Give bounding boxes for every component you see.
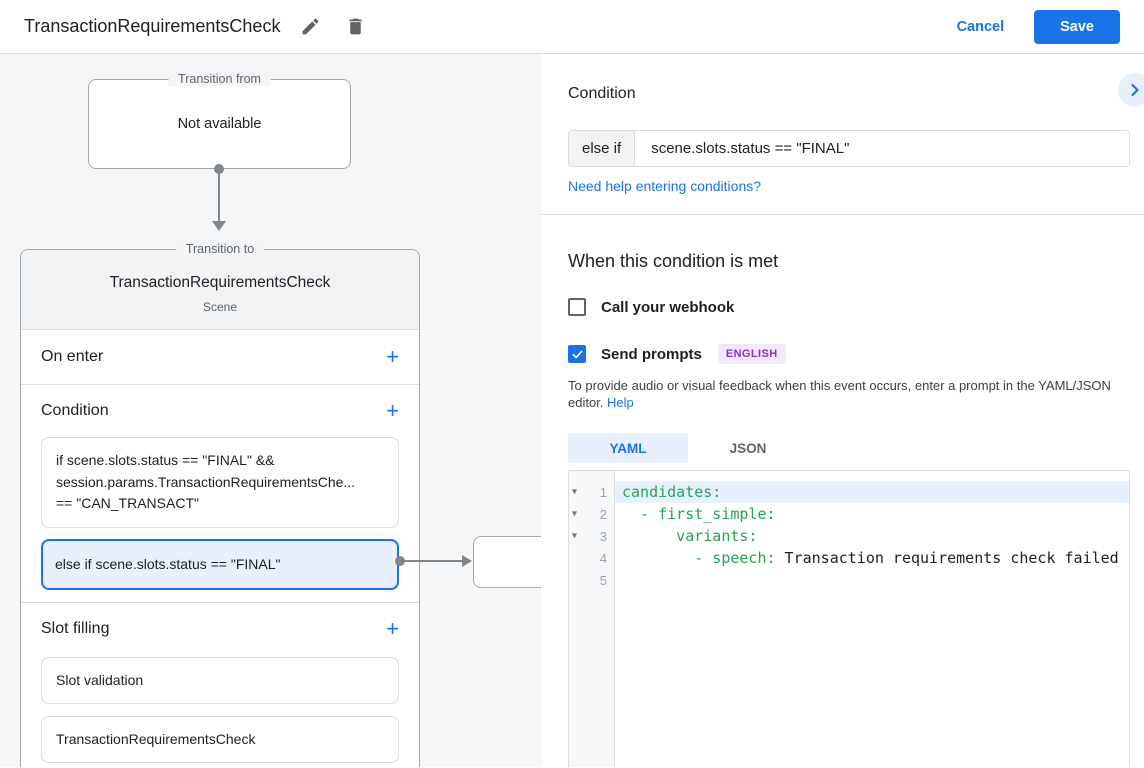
transition-from-label: Transition from xyxy=(168,72,271,86)
on-enter-label: On enter xyxy=(41,348,104,365)
slot-item-validation[interactable]: Slot validation xyxy=(41,656,399,704)
fold-arrow-icon[interactable]: ▾ xyxy=(572,530,578,542)
line-number: 3 xyxy=(599,528,607,544)
line-number: 1 xyxy=(599,484,607,500)
code-line: candidates: xyxy=(615,481,1129,503)
add-on-enter-button[interactable]: + xyxy=(386,344,399,369)
fold-arrow-icon[interactable]: ▾ xyxy=(572,486,578,498)
yaml-code-editor[interactable]: ▾ 1 ▾ 2 ▾ 3 4 5 candidates: xyxy=(568,470,1130,767)
scene-card-subtitle: Scene xyxy=(202,300,238,314)
topbar: TransactionRequirementsCheck Cancel Save xyxy=(0,0,1144,54)
trash-icon xyxy=(345,16,366,37)
add-condition-button[interactable]: + xyxy=(386,398,399,423)
divider xyxy=(21,601,419,603)
on-enter-row: On enter + xyxy=(21,330,419,384)
connector-arrow-down xyxy=(212,221,226,231)
fold-arrow-icon[interactable]: ▾ xyxy=(572,508,578,520)
cancel-button[interactable]: Cancel xyxy=(939,11,1023,43)
line-number: 5 xyxy=(599,572,607,588)
call-webhook-checkbox[interactable] xyxy=(568,298,586,316)
scene-card-title: TransactionRequirementsCheck xyxy=(109,274,331,291)
connector-line xyxy=(218,169,220,221)
scene-diagram-canvas: Transition from Not available Transition… xyxy=(0,54,541,767)
condition-expression-input[interactable] xyxy=(635,131,1129,166)
collapse-panel-button[interactable] xyxy=(1118,73,1144,107)
connector-arrow-right xyxy=(462,555,472,567)
tab-yaml[interactable]: YAML xyxy=(568,433,688,463)
tab-json[interactable]: JSON xyxy=(688,433,808,463)
condition-help-link[interactable]: Need help entering conditions? xyxy=(568,178,762,194)
send-prompts-checkbox[interactable] xyxy=(568,345,586,363)
slot-filling-section: Slot filling + Slot validation Transacti… xyxy=(21,603,419,768)
save-button[interactable]: Save xyxy=(1034,9,1120,44)
connector-line xyxy=(400,560,462,562)
pencil-icon xyxy=(300,16,321,37)
send-prompts-label: Send prompts xyxy=(601,345,702,363)
edit-button[interactable] xyxy=(296,12,325,41)
editor-code-area[interactable]: candidates: - first_simple: variants: - … xyxy=(615,471,1129,767)
transition-to-label: Transition to xyxy=(175,242,265,256)
condition-prefix: else if xyxy=(569,131,636,166)
call-webhook-label: Call your webhook xyxy=(601,298,735,316)
line-number: 2 xyxy=(599,506,607,522)
editor-tabs: YAML JSON xyxy=(568,433,1130,463)
prompt-help-link[interactable]: Help xyxy=(607,395,634,410)
chevron-right-icon xyxy=(1125,80,1144,100)
transition-from-content: Not available xyxy=(177,116,262,132)
page-title: TransactionRequirementsCheck xyxy=(24,16,281,36)
panel-title: Condition xyxy=(568,85,636,102)
prompt-helper-text: To provide audio or visual feedback when… xyxy=(568,378,1111,410)
code-line: variants: xyxy=(622,527,758,545)
gutter-row: ▾ 1 xyxy=(569,481,614,503)
transition-from-box: Transition from Not available xyxy=(88,72,351,169)
line-number: 4 xyxy=(599,550,607,566)
gutter-row: ▾ 2 xyxy=(569,503,614,525)
condition-section: Condition + if scene.slots.status == "FI… xyxy=(21,385,419,602)
editor-gutter: ▾ 1 ▾ 2 ▾ 3 4 5 xyxy=(569,471,615,767)
condition-item-else-if-selected[interactable]: else if scene.slots.status == "FINAL" xyxy=(41,538,399,590)
send-prompts-row[interactable]: Send prompts ENGLISH xyxy=(568,344,1130,364)
code-line xyxy=(615,569,1129,591)
divider xyxy=(541,214,1144,215)
scene-card: Transition to TransactionRequirementsChe… xyxy=(20,242,420,768)
gutter-row: ▾ 3 xyxy=(569,525,614,547)
condition-input-group: else if xyxy=(568,130,1130,167)
transition-target-box[interactable] xyxy=(473,536,541,588)
add-slot-button[interactable]: + xyxy=(386,615,399,641)
webhook-row[interactable]: Call your webhook xyxy=(568,298,1130,316)
gutter-row: 5 xyxy=(569,569,614,591)
slot-filling-label: Slot filling xyxy=(41,619,110,637)
slot-item-transaction-requirements[interactable]: TransactionRequirementsCheck xyxy=(41,715,399,763)
code-line: - speech: Transaction requirements check… xyxy=(622,549,1119,567)
condition-section-label: Condition xyxy=(41,402,109,419)
divider xyxy=(21,384,419,385)
scene-card-header: TransactionRequirementsCheck Scene xyxy=(21,250,419,330)
condition-item-if[interactable]: if scene.slots.status == "FINAL" && sess… xyxy=(41,437,399,528)
code-line: - first_simple: xyxy=(622,505,776,523)
checkmark-icon xyxy=(571,348,584,361)
condition-editor-panel: Condition else if Need help entering con… xyxy=(541,54,1144,767)
when-condition-met-heading: When this condition is met xyxy=(568,251,779,271)
gutter-row: 4 xyxy=(569,547,614,569)
delete-button[interactable] xyxy=(341,12,370,41)
language-badge: ENGLISH xyxy=(717,344,786,364)
